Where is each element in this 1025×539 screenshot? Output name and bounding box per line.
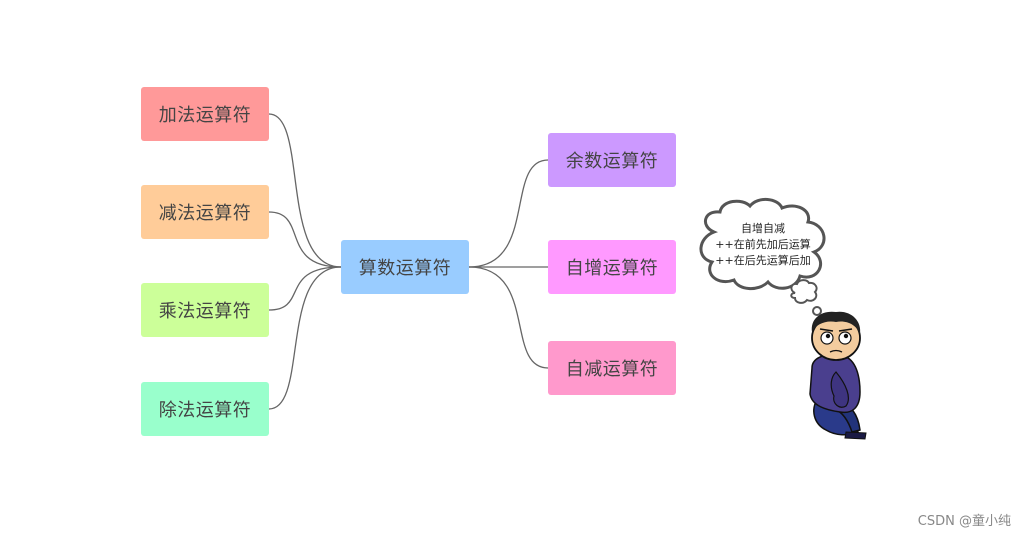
node-left-1[interactable]: 加法运算符: [141, 87, 269, 141]
node-left-4[interactable]: 除法运算符: [141, 382, 269, 436]
thought-line-3: ++在后先运算后加: [715, 254, 811, 267]
node-right-2[interactable]: 自增运算符: [548, 240, 676, 294]
edge-right-1: [468, 159, 549, 268]
thought-line-1: 自增自减: [741, 222, 785, 235]
thought-cloud: [699, 198, 826, 316]
edges: [268, 113, 549, 410]
node-left-3[interactable]: 乘法运算符: [141, 283, 269, 337]
edge-left-2: [268, 211, 342, 268]
node-right-3[interactable]: 自减运算符: [548, 341, 676, 395]
thinking-man-icon: [809, 311, 867, 440]
thought-text: 自增自减 ++在前先加后运算 ++在后先运算后加: [700, 221, 826, 269]
edge-left-4: [268, 266, 342, 410]
node-right-1[interactable]: 余数运算符: [548, 133, 676, 187]
edge-left-1: [268, 113, 342, 268]
node-left-2[interactable]: 减法运算符: [141, 185, 269, 239]
edge-left-3: [268, 266, 342, 311]
edge-right-3: [468, 266, 549, 369]
watermark: CSDN @童小纯: [917, 514, 1011, 529]
thought-line-2: ++在前先加后运算: [715, 238, 811, 251]
node-center[interactable]: 算数运算符: [341, 240, 469, 294]
